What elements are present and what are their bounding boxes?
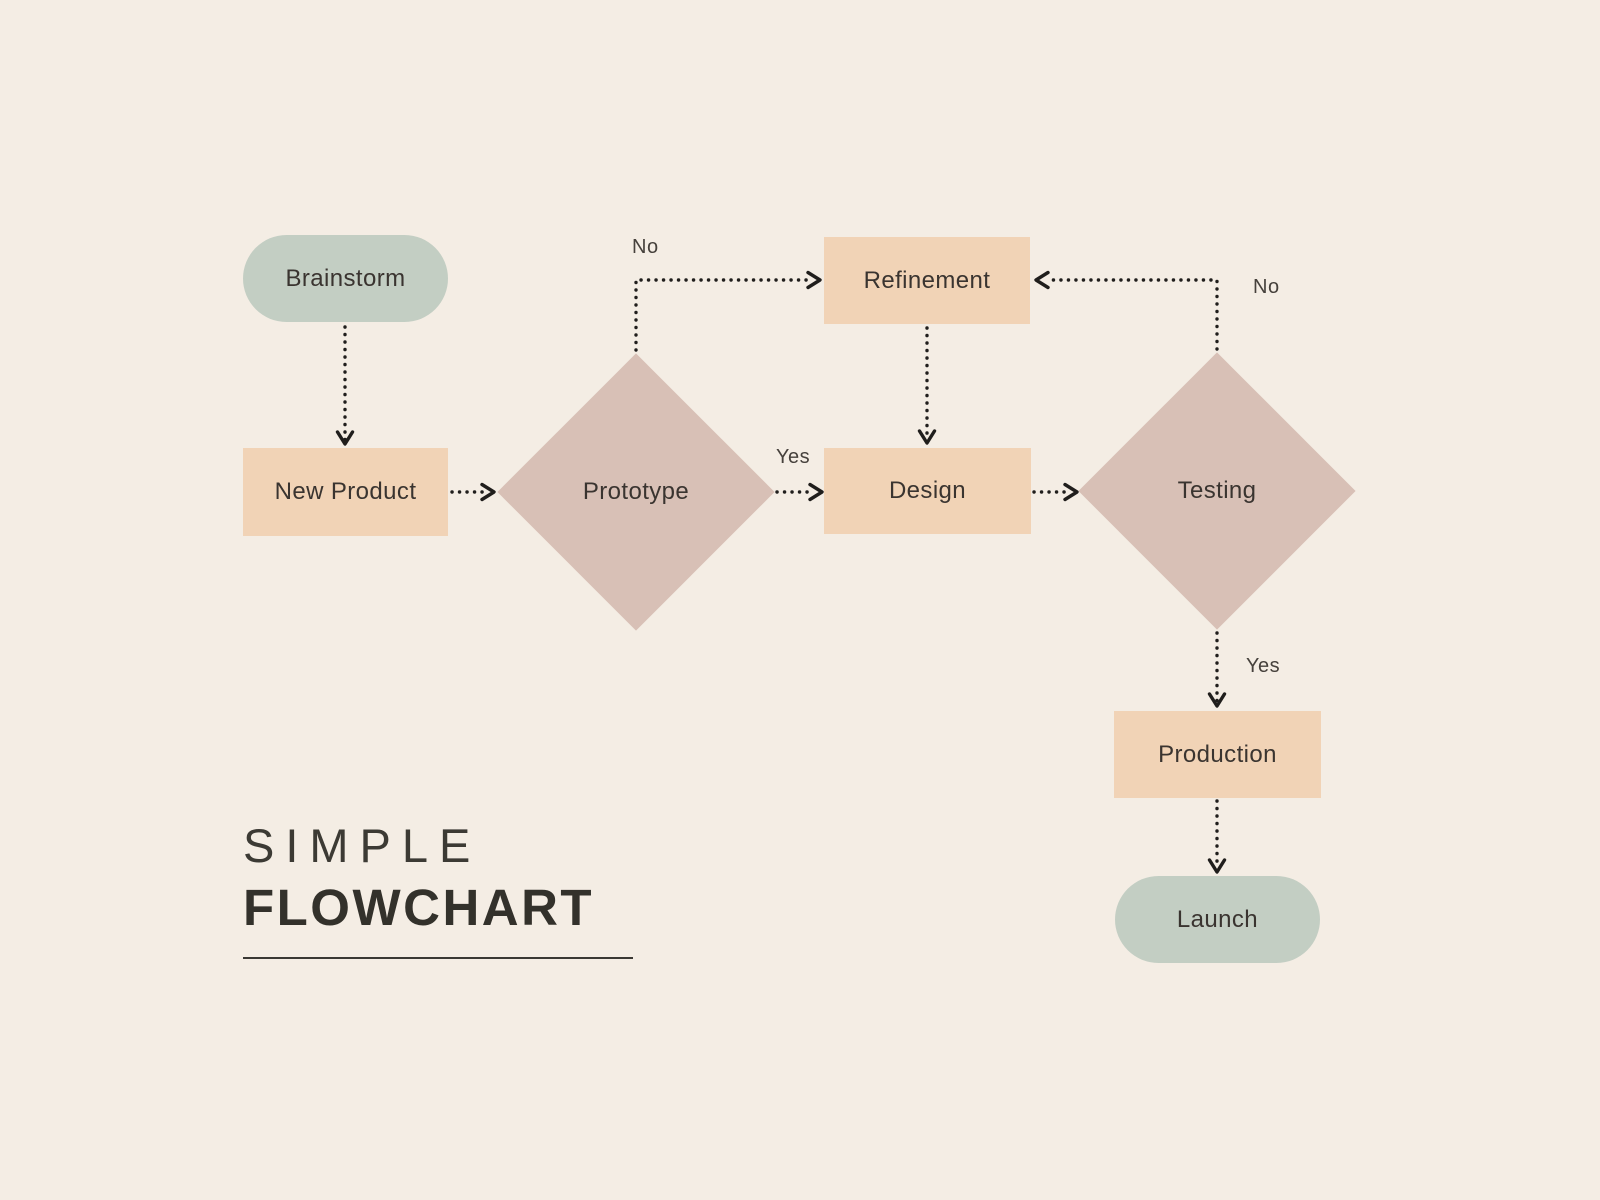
arrow-prototype-to-refinement — [634, 278, 812, 352]
page-title-line1: SIMPLE — [243, 819, 482, 872]
node-brainstorm-label: Brainstorm — [285, 264, 406, 292]
arrowhead-down-launch — [1207, 858, 1227, 874]
node-brainstorm: Brainstorm — [243, 235, 448, 322]
node-launch: Launch — [1115, 876, 1320, 963]
node-testing: Testing — [1078, 352, 1356, 630]
node-refinement: Refinement — [824, 237, 1030, 324]
arrowhead-right-testing — [1063, 482, 1079, 502]
arrowhead-left-refinement — [1034, 270, 1050, 290]
page-title-line2: FLOWCHART — [243, 879, 595, 936]
arrowhead-right-design — [808, 482, 824, 502]
node-launch-label: Launch — [1176, 905, 1259, 933]
node-design-label: Design — [888, 477, 967, 504]
node-new-product-label: New Product — [274, 478, 417, 505]
edge-label-prototype-no: No — [632, 236, 659, 258]
arrowhead-right-refinement — [806, 270, 822, 290]
node-design: Design — [824, 448, 1031, 534]
node-new-product: New Product — [243, 448, 448, 536]
node-prototype: Prototype — [497, 353, 775, 631]
arrowhead-down-design — [917, 429, 937, 445]
arrow-testing-to-refinement — [1044, 278, 1219, 351]
node-testing-label: Testing — [1177, 477, 1257, 504]
arrowhead-down-production — [1207, 692, 1227, 708]
node-production: Production — [1114, 711, 1321, 798]
edge-label-prototype-yes: Yes — [776, 446, 811, 468]
node-production-label: Production — [1158, 740, 1277, 768]
edge-label-testing-yes: Yes — [1246, 655, 1281, 677]
title-block: SIMPLE FLOWCHART — [243, 822, 633, 959]
node-refinement-label: Refinement — [863, 266, 991, 294]
edge-label-testing-no: No — [1253, 276, 1280, 298]
arrowhead-right-prototype — [480, 482, 496, 502]
title-underline — [243, 957, 633, 959]
arrowhead-down-new-product — [335, 430, 355, 446]
node-prototype-label: Prototype — [582, 478, 690, 505]
